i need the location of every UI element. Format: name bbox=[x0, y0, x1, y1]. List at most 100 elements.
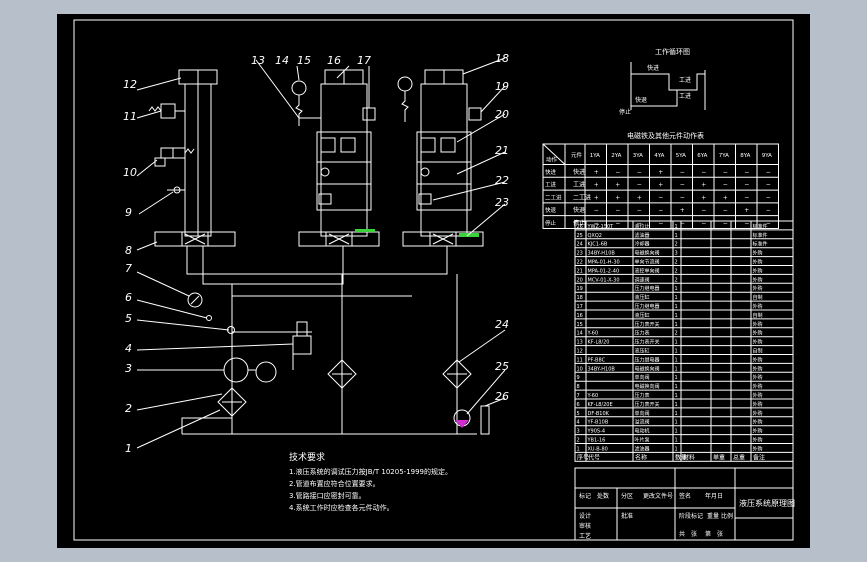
part-cell: 9 bbox=[577, 375, 580, 381]
part-cell: KF-L8/20 bbox=[588, 340, 610, 346]
part-cell: 7 bbox=[577, 393, 580, 399]
part-cell: 滤油器 bbox=[635, 232, 650, 239]
solenoid-cell: − bbox=[744, 169, 749, 176]
solenoid-cell: − bbox=[766, 182, 771, 189]
part-cell: 6 bbox=[577, 402, 580, 408]
notes-title: 技术要求 bbox=[289, 451, 325, 463]
tb-label-scale: 比例 bbox=[721, 512, 733, 520]
solenoid-cell: + bbox=[615, 194, 620, 201]
part-cell: 外购 bbox=[753, 445, 763, 452]
check-valve-9 bbox=[167, 186, 185, 194]
solenoid-cell: − bbox=[637, 220, 642, 227]
solenoid-table-title: 电磁铁及其他元件动作表 bbox=[627, 131, 704, 140]
part-cell: 1 bbox=[675, 446, 678, 452]
callout-15: 15 bbox=[297, 54, 311, 67]
part-cell: 标准件 bbox=[753, 241, 768, 248]
part-cell: 1 bbox=[675, 313, 678, 319]
solenoid-cell: − bbox=[723, 169, 728, 176]
cylinder-mid bbox=[320, 69, 368, 237]
part-cell: 外购 bbox=[753, 276, 763, 283]
part-cell: 外购 bbox=[753, 401, 763, 408]
solenoid-row-label: 停止 bbox=[545, 219, 557, 227]
callout-21: 21 bbox=[495, 144, 509, 157]
part-cell: 24 bbox=[577, 242, 583, 248]
solenoid-cell: − bbox=[637, 182, 642, 189]
solenoid-row-label: 快退 bbox=[545, 206, 557, 214]
part-cell: 1 bbox=[675, 375, 678, 381]
solenoid-header-7: 6YA bbox=[697, 153, 707, 159]
solenoid-cell: + bbox=[658, 169, 663, 176]
callout-24: 24 bbox=[495, 318, 509, 331]
cylinder-right bbox=[420, 69, 468, 237]
part-cell: 34BY-H10B bbox=[588, 366, 616, 372]
part-cell: 电磁换向阀 bbox=[635, 250, 660, 257]
part-cell: 调速阀 bbox=[635, 276, 650, 283]
cycle-work-in: 工进 bbox=[679, 76, 691, 84]
part-cell: 外购 bbox=[753, 303, 763, 310]
part-cell: 1 bbox=[675, 429, 678, 435]
note-2: 2.管道布置应符合位置要求。 bbox=[289, 479, 380, 488]
solenoid-cell: − bbox=[680, 182, 685, 189]
tb-label-total: 共 bbox=[679, 530, 685, 538]
solenoid-cell: − bbox=[766, 207, 771, 214]
solenoid-cell: − bbox=[701, 220, 706, 227]
solenoid-cell: + bbox=[680, 207, 685, 214]
callout-2: 2 bbox=[125, 402, 132, 415]
part-cell: 1 bbox=[675, 286, 678, 292]
tb-label-process: 工艺 bbox=[579, 532, 591, 540]
note-3: 3.管路接口应密封可靠。 bbox=[289, 491, 366, 500]
part-cell: 1 bbox=[675, 384, 678, 390]
part-cell: 自制 bbox=[753, 294, 763, 301]
solenoid-valve-mid bbox=[298, 231, 380, 247]
callout-22: 22 bbox=[495, 174, 509, 187]
part-cell: 外购 bbox=[753, 356, 763, 363]
gauge-14 bbox=[291, 80, 307, 126]
part-cell: 液压缸 bbox=[635, 312, 650, 319]
tb-label-sheet: 张 bbox=[717, 530, 723, 538]
part-cell: 10 bbox=[577, 366, 583, 372]
solenoid-cell: + bbox=[744, 207, 749, 214]
solenoid-valve-8 bbox=[154, 231, 236, 247]
callout-23: 23 bbox=[495, 196, 509, 209]
callout-4: 4 bbox=[125, 342, 132, 355]
part-cell: DF-B10K bbox=[588, 411, 610, 417]
tb-label-docno: 更改文件号 bbox=[643, 492, 673, 500]
part-cell: PF-B8C bbox=[588, 357, 606, 363]
part-cell: 16 bbox=[577, 313, 583, 319]
solenoid-cell: + bbox=[594, 182, 599, 189]
drawing-title: 液压系统原理图 bbox=[739, 498, 795, 508]
part-cell: 1 bbox=[675, 224, 678, 230]
cylinder-left bbox=[178, 69, 218, 237]
part-cell: 23 bbox=[577, 251, 583, 257]
part-cell: 1 bbox=[675, 295, 678, 301]
leaders bbox=[136, 57, 506, 449]
part-cell: 外购 bbox=[753, 374, 763, 381]
part-cell: 压力继电器 bbox=[635, 356, 660, 363]
part-cell: QXQ2 bbox=[588, 233, 602, 239]
solenoid-cell: + bbox=[637, 194, 642, 201]
tb-label-stage: 阶段标记 bbox=[679, 512, 703, 520]
green-marker bbox=[355, 229, 375, 232]
valve-block-mid bbox=[316, 131, 372, 211]
part-cell: 14 bbox=[577, 331, 583, 337]
solenoid-header-4: 3YA bbox=[633, 153, 643, 159]
tb-label-review: 审核 bbox=[579, 522, 591, 530]
part-cell: 13 bbox=[577, 340, 583, 346]
title-block: 液压系统原理图 标记 处数 分区 更改文件号 签名 年月日 设计 审核 工艺 批… bbox=[574, 467, 795, 541]
part-cell: 外购 bbox=[753, 250, 763, 257]
callout-19: 19 bbox=[495, 80, 509, 93]
tb-label-no: 第 bbox=[705, 530, 711, 538]
tb-label-approve: 批准 bbox=[621, 512, 633, 520]
callout-1: 1 bbox=[125, 442, 132, 455]
part-cell: 1 bbox=[675, 438, 678, 444]
part-cell: 12 bbox=[577, 349, 583, 355]
part-cell: 冷却器 bbox=[635, 241, 650, 248]
callout-5: 5 bbox=[125, 312, 132, 325]
part-cell: 3 bbox=[675, 251, 678, 257]
relay-19 bbox=[468, 107, 482, 121]
part-cell: 自制 bbox=[753, 348, 763, 355]
callout-8: 8 bbox=[125, 244, 132, 257]
callout-17: 17 bbox=[357, 54, 371, 67]
solenoid-cell: − bbox=[680, 169, 685, 176]
parts-header-3: 数量 bbox=[675, 453, 687, 461]
